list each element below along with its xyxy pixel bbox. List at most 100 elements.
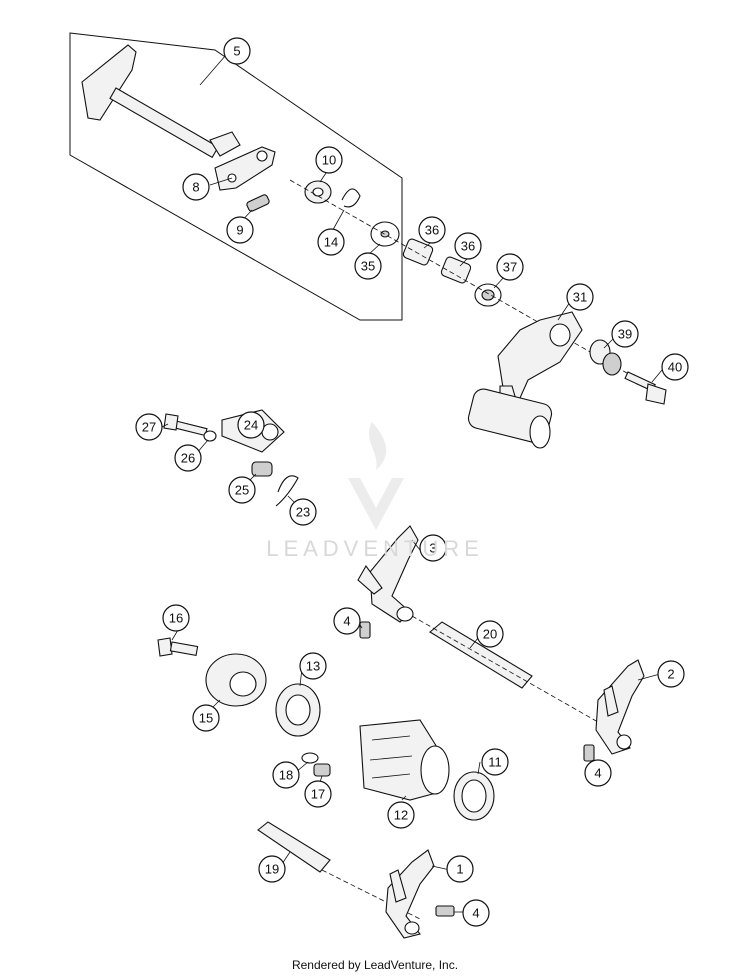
svg-text:15: 15 bbox=[199, 711, 213, 726]
svg-text:11: 11 bbox=[488, 755, 502, 770]
callout-23: 23 bbox=[289, 498, 317, 526]
callout-9: 9 bbox=[226, 216, 254, 244]
callout-11: 11 bbox=[481, 748, 509, 776]
bolt-16 bbox=[157, 637, 199, 657]
callout-4a: 4 bbox=[333, 607, 361, 635]
svg-text:40: 40 bbox=[668, 360, 682, 375]
watermark-logo bbox=[348, 422, 404, 530]
svg-text:9: 9 bbox=[236, 223, 243, 238]
fork-shaft-20 bbox=[429, 621, 533, 689]
callout-17: 17 bbox=[304, 780, 332, 808]
svg-text:35: 35 bbox=[361, 259, 375, 274]
svg-text:36: 36 bbox=[461, 239, 475, 254]
svg-text:1: 1 bbox=[456, 862, 463, 877]
svg-text:14: 14 bbox=[324, 235, 338, 250]
callout-39: 39 bbox=[611, 320, 639, 348]
callout-3: 3 bbox=[419, 534, 447, 562]
shift-drum-12 bbox=[359, 719, 450, 801]
pin-4a bbox=[359, 621, 371, 639]
callout-15: 15 bbox=[192, 704, 220, 732]
spring-9 bbox=[246, 194, 270, 212]
watermark-text: LEADVENTURE bbox=[266, 536, 484, 561]
callout-8: 8 bbox=[182, 173, 210, 201]
callout-10: 10 bbox=[315, 146, 343, 174]
callout-12: 12 bbox=[387, 801, 415, 829]
washer-35-hole bbox=[380, 230, 390, 238]
bolt-27 bbox=[163, 413, 208, 437]
axis-line-forks bbox=[411, 615, 613, 731]
callout-37: 37 bbox=[496, 253, 524, 281]
seal-37-hole bbox=[481, 289, 495, 301]
bearing-36b bbox=[440, 256, 472, 284]
callout-20: 20 bbox=[476, 620, 504, 648]
svg-text:8: 8 bbox=[192, 180, 199, 195]
washer-39 bbox=[589, 339, 622, 376]
svg-text:5: 5 bbox=[233, 44, 240, 59]
callout-19: 19 bbox=[258, 855, 286, 883]
axis-line-bottom bbox=[321, 869, 423, 921]
svg-text:26: 26 bbox=[181, 451, 195, 466]
washer-26 bbox=[203, 430, 217, 442]
footer-credit: Rendered by LeadVenture, Inc. bbox=[291, 958, 459, 972]
callout-2: 2 bbox=[657, 660, 685, 688]
callout-36b: 36 bbox=[454, 232, 482, 260]
callout-40: 40 bbox=[661, 353, 689, 381]
svg-text:25: 25 bbox=[235, 483, 249, 498]
callout-27: 27 bbox=[135, 413, 163, 441]
callout-36a: 36 bbox=[418, 216, 446, 244]
svg-text:27: 27 bbox=[142, 420, 156, 435]
callout-5: 5 bbox=[223, 37, 251, 65]
bearing-36a bbox=[402, 238, 434, 266]
shift-fork-3 bbox=[357, 525, 419, 623]
callout-4c: 4 bbox=[462, 899, 490, 927]
svg-text:3: 3 bbox=[429, 541, 436, 556]
svg-text:13: 13 bbox=[306, 659, 320, 674]
callout-4b: 4 bbox=[584, 759, 612, 787]
pin-4c bbox=[435, 905, 455, 917]
callout-26: 26 bbox=[174, 444, 202, 472]
shift-lever-plate bbox=[214, 146, 276, 191]
svg-text:37: 37 bbox=[503, 260, 517, 275]
bearing-11 bbox=[453, 771, 495, 821]
svg-text:17: 17 bbox=[311, 787, 325, 802]
clip-14 bbox=[341, 188, 361, 208]
callout-25: 25 bbox=[228, 476, 256, 504]
shift-lever bbox=[467, 311, 583, 449]
callout-35: 35 bbox=[354, 252, 382, 280]
svg-text:31: 31 bbox=[573, 290, 587, 305]
pin-4b bbox=[583, 744, 595, 762]
svg-text:20: 20 bbox=[483, 627, 497, 642]
svg-text:10: 10 bbox=[322, 153, 336, 168]
callout-1: 1 bbox=[446, 855, 474, 883]
callout-18: 18 bbox=[272, 761, 300, 789]
svg-text:12: 12 bbox=[394, 808, 408, 823]
svg-text:4: 4 bbox=[472, 906, 479, 921]
shift-drum-cam-15 bbox=[205, 653, 267, 707]
callout-31: 31 bbox=[566, 283, 594, 311]
svg-text:36: 36 bbox=[425, 223, 439, 238]
svg-text:18: 18 bbox=[279, 768, 293, 783]
pin-18-17 bbox=[301, 752, 331, 777]
svg-text:16: 16 bbox=[169, 611, 183, 626]
svg-text:4: 4 bbox=[594, 766, 601, 781]
callout-13: 13 bbox=[299, 652, 327, 680]
bearing-13 bbox=[275, 683, 321, 737]
svg-text:23: 23 bbox=[296, 505, 310, 520]
callout-14: 14 bbox=[317, 228, 345, 256]
callout-24: 24 bbox=[237, 411, 265, 439]
svg-text:19: 19 bbox=[265, 862, 279, 877]
svg-text:2: 2 bbox=[667, 667, 674, 682]
svg-text:24: 24 bbox=[244, 418, 258, 433]
shift-shaft bbox=[81, 44, 241, 159]
roller-10 bbox=[304, 180, 332, 204]
shift-fork-2 bbox=[595, 659, 645, 755]
svg-text:39: 39 bbox=[618, 327, 632, 342]
roller-25 bbox=[251, 461, 273, 477]
fork-shaft-19 bbox=[257, 821, 331, 873]
callout-16: 16 bbox=[162, 604, 190, 632]
assembly-frame bbox=[69, 32, 403, 321]
svg-text:4: 4 bbox=[343, 614, 350, 629]
shift-fork-1 bbox=[385, 849, 435, 939]
spring-23 bbox=[275, 475, 299, 507]
